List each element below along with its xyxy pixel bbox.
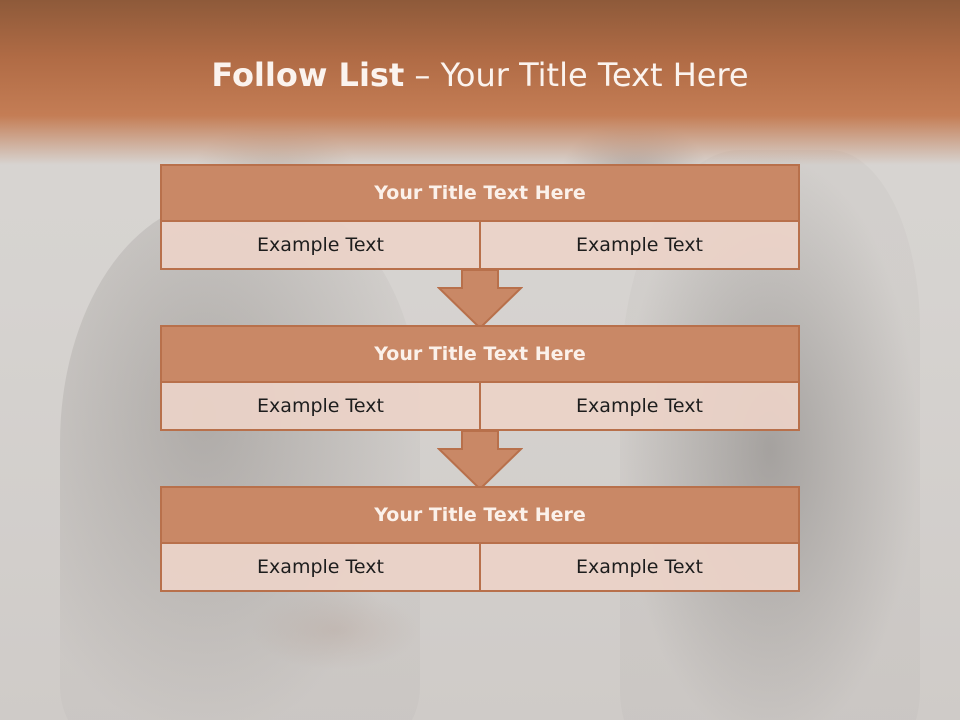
list-block-title: Your Title Text Here [162,488,798,544]
list-block-cell-left: Example Text [162,222,479,268]
list-block-cell-right: Example Text [479,383,798,429]
list-block-row: Example Text Example Text [162,544,798,590]
list-block-title: Your Title Text Here [162,327,798,383]
background-photo-hand [250,590,420,670]
list-block-cell-right: Example Text [479,222,798,268]
down-arrow-icon [437,270,523,330]
list-block-title: Your Title Text Here [162,166,798,222]
down-arrow-icon [437,431,523,491]
list-block-3: Your Title Text Here Example Text Exampl… [160,486,800,592]
list-block-cell-left: Example Text [162,544,479,590]
slide-title-bold: Follow List [211,56,405,94]
list-block-row: Example Text Example Text [162,222,798,268]
list-block-cell-left: Example Text [162,383,479,429]
header-band: Follow List – Your Title Text Here [0,0,960,165]
background-photo-left-person [60,200,420,720]
slide-title-rest: – Your Title Text Here [404,56,749,94]
list-block-2: Your Title Text Here Example Text Exampl… [160,325,800,431]
list-block-cell-right: Example Text [479,544,798,590]
slide-title: Follow List – Your Title Text Here [0,56,960,94]
list-block-row: Example Text Example Text [162,383,798,429]
list-block-1: Your Title Text Here Example Text Exampl… [160,164,800,270]
